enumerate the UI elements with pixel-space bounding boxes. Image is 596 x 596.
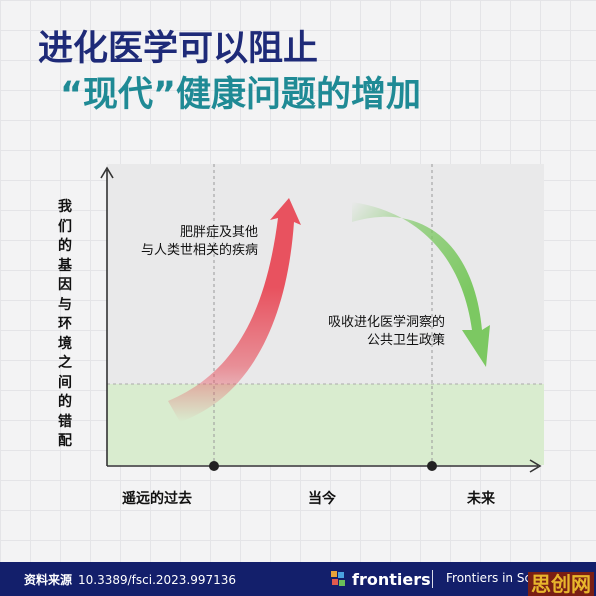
tick-present <box>209 461 219 471</box>
annotation-rising: 肥胖症及其他 与人类世相关的疾病 <box>118 224 258 260</box>
title-line-2: “现代”健康问题的增加 <box>60 75 422 115</box>
source-doi[interactable]: 10.3389/fsci.2023.997136 <box>78 573 237 587</box>
footer-bar: 资料来源 10.3389/fsci.2023.997136 frontiers F… <box>0 562 596 596</box>
source-label: 资料来源 <box>24 573 73 587</box>
annotation-rising-line-2: 与人类世相关的疾病 <box>140 243 258 258</box>
annotation-falling-line-2: 公共卫生政策 <box>366 333 445 348</box>
y-axis-arrowhead <box>100 166 114 179</box>
y-axis-label: 我们的基因与环境之间的错配 <box>58 199 72 449</box>
page-title: 进化医学可以阻止 “现代”健康问题的增加 <box>38 26 421 118</box>
x-axis-arrowhead <box>529 459 542 473</box>
x-label-future: 未来 <box>467 491 495 507</box>
frontiers-wordmark: frontiers <box>352 569 431 589</box>
annotation-falling-line-1: 吸收进化医学洞察的 <box>327 315 445 330</box>
tick-future <box>427 461 437 471</box>
baseline-band <box>107 384 544 465</box>
frontiers-logo-icon <box>331 571 345 586</box>
frontiers-brand[interactable]: frontiers <box>330 567 431 591</box>
annotation-falling: 吸收进化医学洞察的 公共卫生政策 <box>300 314 445 350</box>
annotation-rising-line-1: 肥胖症及其他 <box>179 225 258 240</box>
journal-name: Frontiers in Sc <box>446 571 532 585</box>
rising-disease-arrow <box>168 198 301 422</box>
x-label-past: 遥远的过去 <box>122 491 192 507</box>
source-citation: 资料来源 10.3389/fsci.2023.997136 <box>24 571 236 588</box>
falling-policy-arrow <box>352 202 490 367</box>
footer-divider <box>432 570 433 588</box>
x-label-present: 当今 <box>308 491 336 507</box>
title-line-1: 进化医学可以阻止 <box>38 29 319 69</box>
watermark: 思创网 <box>528 572 594 596</box>
